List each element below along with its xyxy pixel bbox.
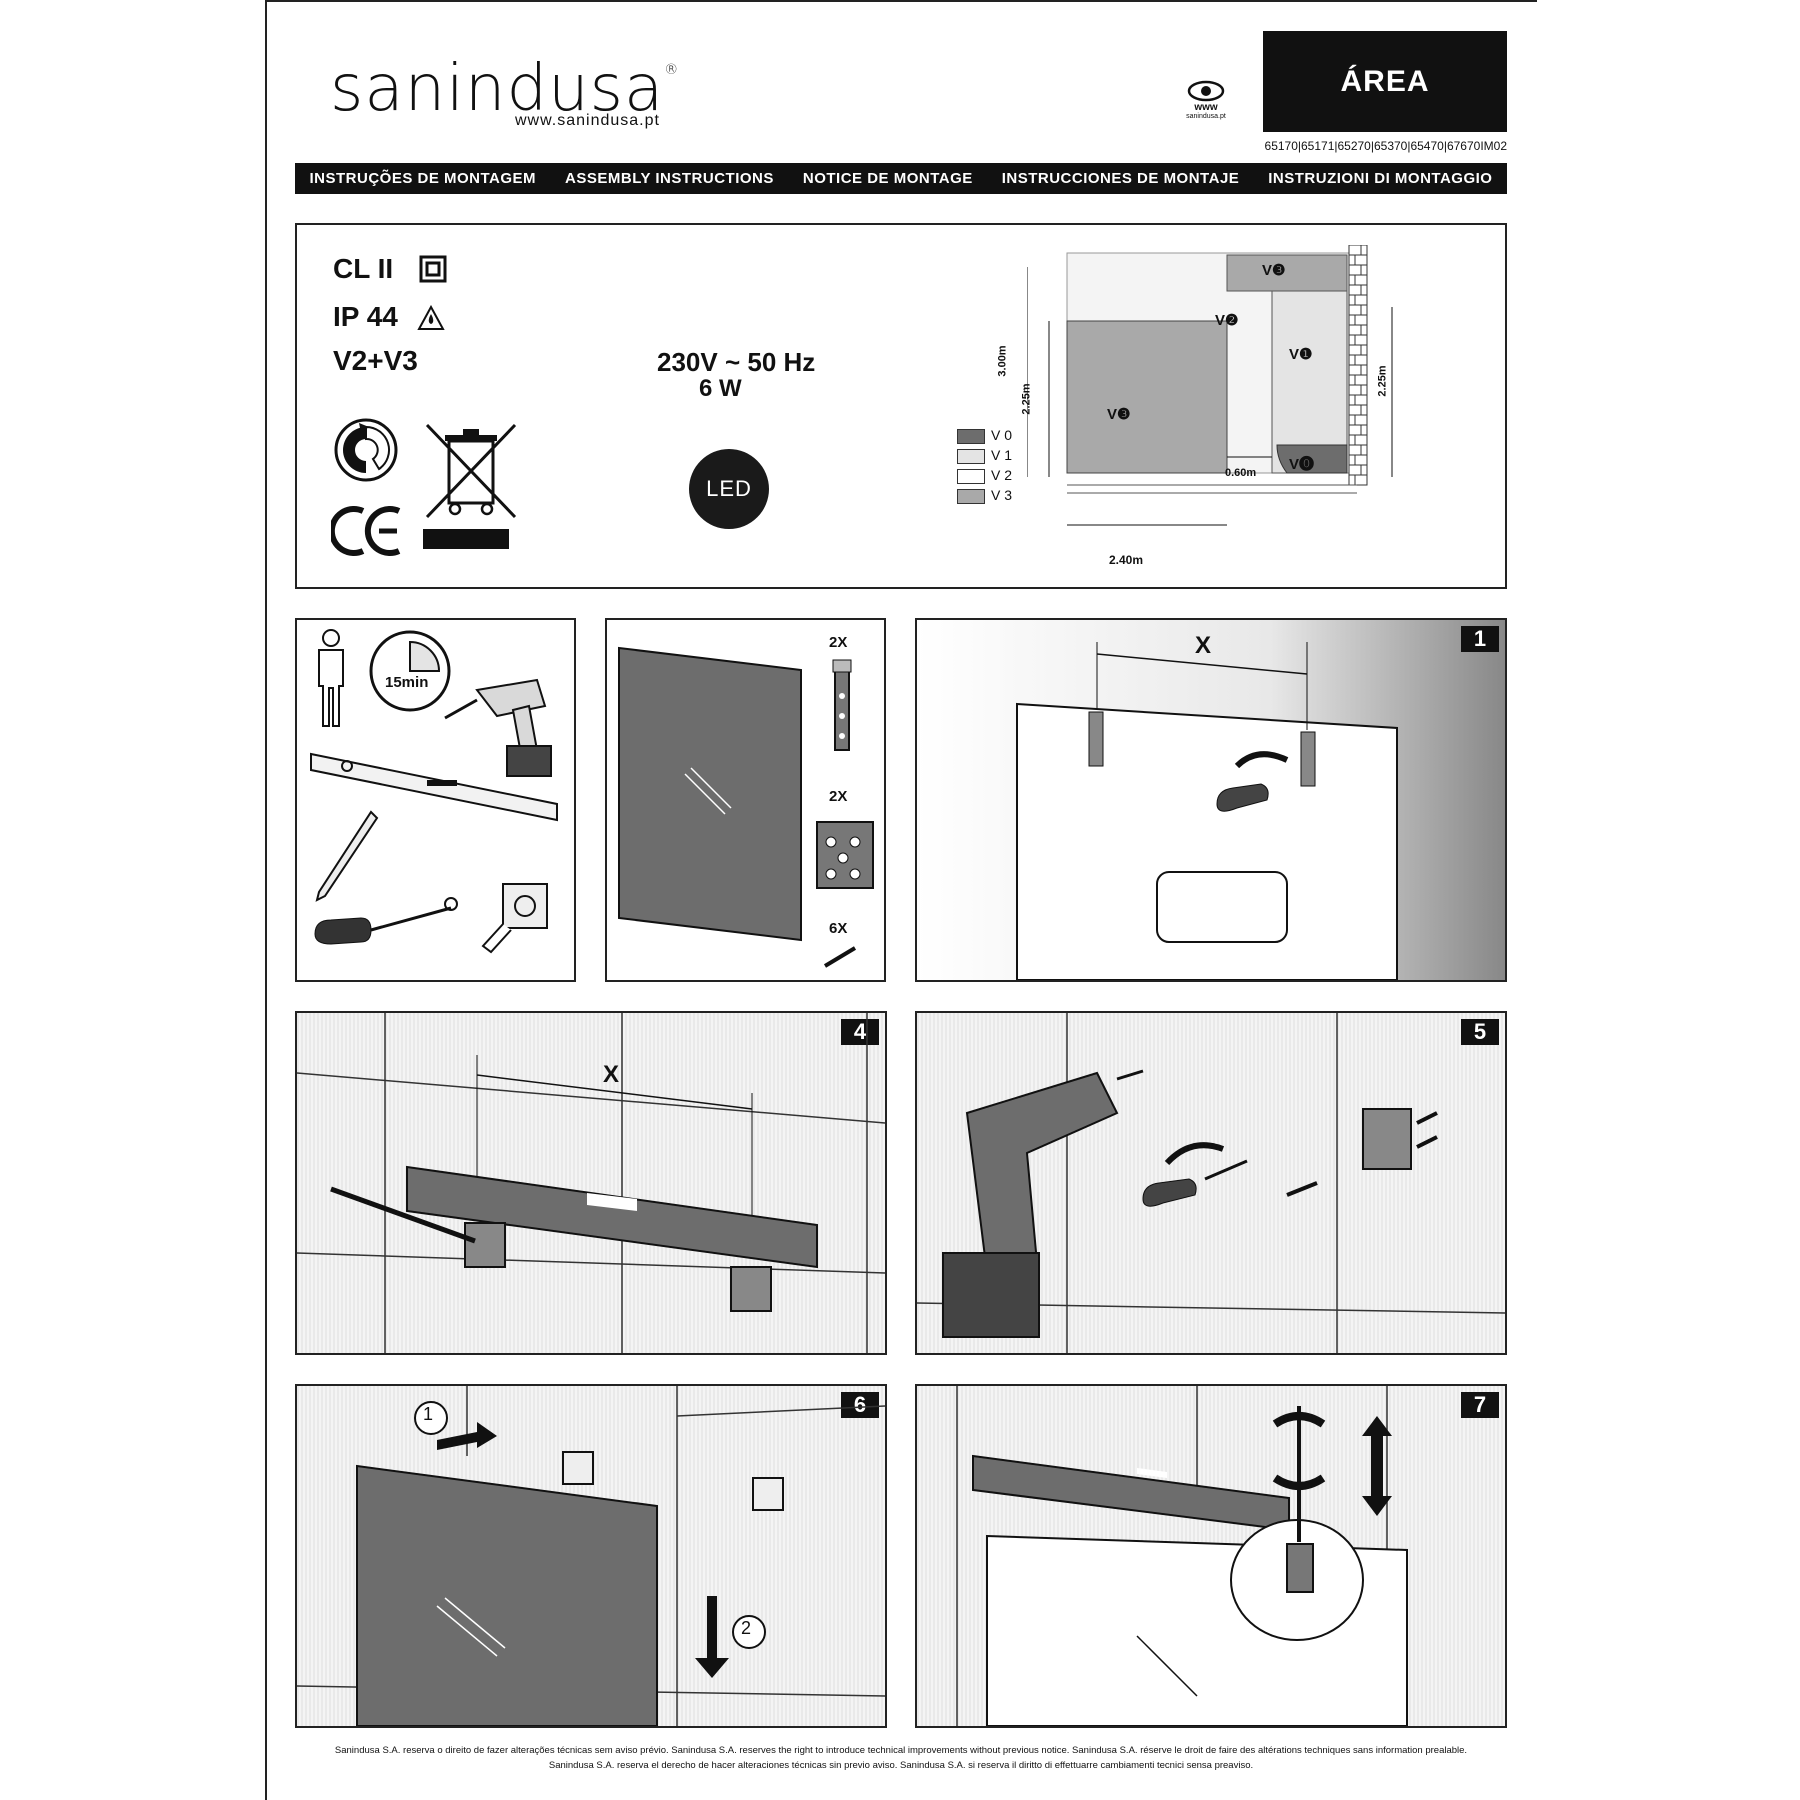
zone-label-v3-top: V❸ [1262, 262, 1286, 279]
lang-en: ASSEMBLY INSTRUCTIONS [565, 170, 774, 187]
zone-label-v3-main: V❸ [1107, 406, 1131, 423]
qty-screws: 6X [829, 920, 848, 937]
dim-height-left: 2.25m [1020, 383, 1033, 415]
step-7-number: 7 [1461, 1392, 1499, 1418]
person-icon [318, 629, 344, 727]
top-bracket-part [832, 659, 852, 751]
zone-diagram [1027, 245, 1393, 526]
qty-brackets-wall: 2X [829, 788, 848, 805]
lang-pt: INSTRUÇÕES DE MONTAGEM [309, 170, 537, 187]
step-1-panel: 1 X [915, 618, 1507, 982]
step-6-panel: 6 1 2 [295, 1384, 887, 1728]
green-dot-recycle-icon [334, 418, 398, 482]
www-sub: sanindusa.pt [1186, 113, 1226, 120]
zone-label-v1: V❶ [1289, 346, 1313, 363]
www-badge: www sanindusa.pt [1170, 80, 1242, 120]
legend-swatch-v1 [957, 448, 985, 464]
power-spec: 6 W [699, 375, 742, 402]
footer-line-2: Sanindusa S.A. reserva el derecho de hac… [548, 1760, 1254, 1771]
lang-it: INSTRUZIONI DI MONTAGGIO [1268, 170, 1493, 187]
product-codes: 65170|65171|65270|65370|65470|67670IM02 [1264, 139, 1507, 153]
parts-panel: 2X 2X 6X [605, 618, 886, 982]
step-4-distance-label: X [603, 1061, 620, 1088]
step-6-circle-2: 2 [741, 1618, 752, 1638]
legend-v2: V 2 [957, 465, 1012, 485]
step-6-illustration [297, 1386, 885, 1726]
tape-measure-icon [481, 883, 548, 954]
step-7-illustration [956, 1386, 1408, 1726]
step-4-number: 4 [841, 1019, 879, 1045]
product-name: ÁREA [1263, 31, 1507, 132]
document-sheet [265, 0, 1537, 1800]
step-1-illustration [1016, 642, 1398, 980]
qty-brackets-top: 2X [829, 634, 848, 651]
legend-v1: V 1 [957, 445, 1012, 465]
tools-panel: 15min [295, 618, 576, 982]
legend-swatch-v2 [957, 468, 985, 484]
drill-icon [444, 678, 552, 777]
brand-url: www.sanindusa.pt [515, 112, 660, 129]
spec-panel: CL II IP 44 V2+V3 230V ~ 50 Hz 6 W LED V [295, 223, 1507, 589]
step-4-illustration [297, 1013, 885, 1353]
mirror-part [618, 646, 802, 942]
eye-icon [1187, 80, 1225, 102]
legend-v3: V 3 [957, 485, 1012, 505]
footer-line-1: Sanindusa S.A. reserva o direito de faze… [334, 1745, 1468, 1756]
drop-triangle-icon [417, 305, 445, 330]
step-4-panel: 4 X [295, 1011, 887, 1355]
step-6-circle-1: 1 [423, 1404, 434, 1424]
led-badge: LED [689, 449, 769, 529]
weee-bin-icon [423, 423, 517, 549]
time-label: 15min [385, 674, 429, 691]
legend-swatch-v0 [957, 428, 985, 444]
dim-gap: 0.60m [1225, 467, 1257, 479]
zone-label-v0: V⓿ [1289, 456, 1315, 473]
wall-bracket-part [816, 821, 874, 889]
step-1-distance-label: X [1195, 632, 1212, 659]
zone-legend: V 0 V 1 V 2 V 3 [957, 425, 1012, 505]
step-5-number: 5 [1461, 1019, 1499, 1045]
ce-mark-icon [331, 506, 401, 556]
language-bar: INSTRUÇÕES DE MONTAGEM ASSEMBLY INSTRUCT… [295, 163, 1507, 194]
ip-rating: IP 44 [333, 301, 398, 332]
step-1-number: 1 [1461, 626, 1499, 652]
screwdriver-icon [314, 897, 458, 945]
class-rating: CL II [333, 253, 394, 284]
dim-height-right: 2.25m [1376, 365, 1389, 397]
screw-part [823, 946, 857, 968]
step-6-number: 6 [841, 1392, 879, 1418]
legend-v0: V 0 [957, 425, 1012, 445]
zone-label-v2: V❷ [1215, 312, 1239, 329]
clock-icon [369, 630, 451, 712]
dim-width: 2.40m [1109, 553, 1144, 567]
dim-height-total: 3.00m [996, 345, 1009, 377]
lang-es: INSTRUCCIONES DE MONTAJE [1001, 170, 1240, 187]
lang-fr: NOTICE DE MONTAGE [802, 170, 973, 187]
double-insulation-icon [419, 255, 447, 283]
legend-swatch-v3 [957, 488, 985, 504]
pencil-icon [315, 810, 379, 902]
zone-rating: V2+V3 [333, 345, 418, 376]
voltage-spec: 230V ~ 50 Hz [657, 347, 816, 377]
spirit-level-icon [310, 752, 558, 822]
www-label: www [1194, 102, 1218, 113]
step-5-illustration [917, 1013, 1505, 1353]
step-5-panel: 5 [915, 1011, 1507, 1355]
step-7-panel: 7 [915, 1384, 1507, 1728]
brand-logo: sanindusa® [330, 52, 680, 126]
